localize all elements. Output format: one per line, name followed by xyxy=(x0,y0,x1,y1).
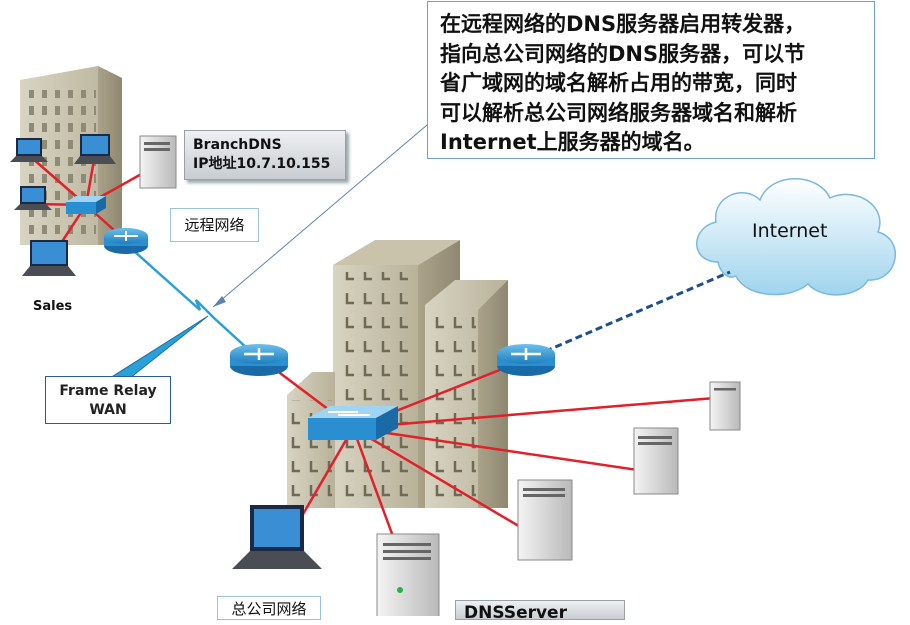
wan-label-line-2: WAN xyxy=(89,402,127,418)
callout-line-4: 可以解析总公司网络服务器域名和解析 xyxy=(440,100,797,125)
server-icon xyxy=(709,381,741,431)
branch-dns-ip: IP地址10.7.10.155 xyxy=(193,156,331,172)
hq-switch-icon xyxy=(308,406,398,440)
branch-dns-label: BranchDNS IP地址10.7.10.155 xyxy=(184,130,346,180)
branch-router-icon xyxy=(104,228,148,254)
callout-pointer-arrow xyxy=(213,296,226,307)
wan-label-line-1: Frame Relay xyxy=(59,383,157,399)
branch-server-icon xyxy=(139,135,177,189)
callout-pointer xyxy=(212,124,428,308)
laptop-icon xyxy=(10,138,48,162)
laptop-icon xyxy=(14,186,52,210)
dns-server-label: DNSServer xyxy=(455,600,625,623)
internet-router-icon xyxy=(497,344,555,376)
hq-network-label: 总公司网络 xyxy=(217,596,321,620)
hq-laptop-icon xyxy=(232,505,322,569)
callout-line-1: 在远程网络的DNS服务器启用转发器， xyxy=(440,12,806,36)
frame-relay-wan-label: Frame Relay WAN xyxy=(45,376,171,424)
hq-building xyxy=(287,240,508,508)
wan-label-pointer xyxy=(108,315,209,379)
branch-switch-icon xyxy=(66,196,106,214)
internet-link xyxy=(524,270,731,362)
server-icon xyxy=(517,479,573,561)
callout-line-3: 省广域网的域名解析占用的带宽，同时 xyxy=(440,71,797,95)
laptop-icon xyxy=(22,240,76,276)
sales-label: Sales xyxy=(33,299,73,314)
callout-line-2: 指向总公司网络的DNS服务器，可以节 xyxy=(440,41,806,66)
laptop-icon xyxy=(74,134,116,164)
remote-network-label: 远程网络 xyxy=(170,208,259,242)
callout-line-5: Internet上服务器的域名。 xyxy=(440,130,705,154)
internet-cloud xyxy=(696,178,896,296)
wan-router-icon xyxy=(230,344,288,376)
server-icon xyxy=(633,427,679,495)
internet-label: Internet xyxy=(752,220,828,242)
wan-link xyxy=(124,242,261,361)
forwarder-explanation-callout: 在远程网络的DNS服务器启用转发器， 指向总公司网络的DNS服务器，可以节 省广… xyxy=(427,1,875,159)
branch-dns-name: BranchDNS xyxy=(193,137,282,153)
dns-server-icon xyxy=(376,533,440,616)
